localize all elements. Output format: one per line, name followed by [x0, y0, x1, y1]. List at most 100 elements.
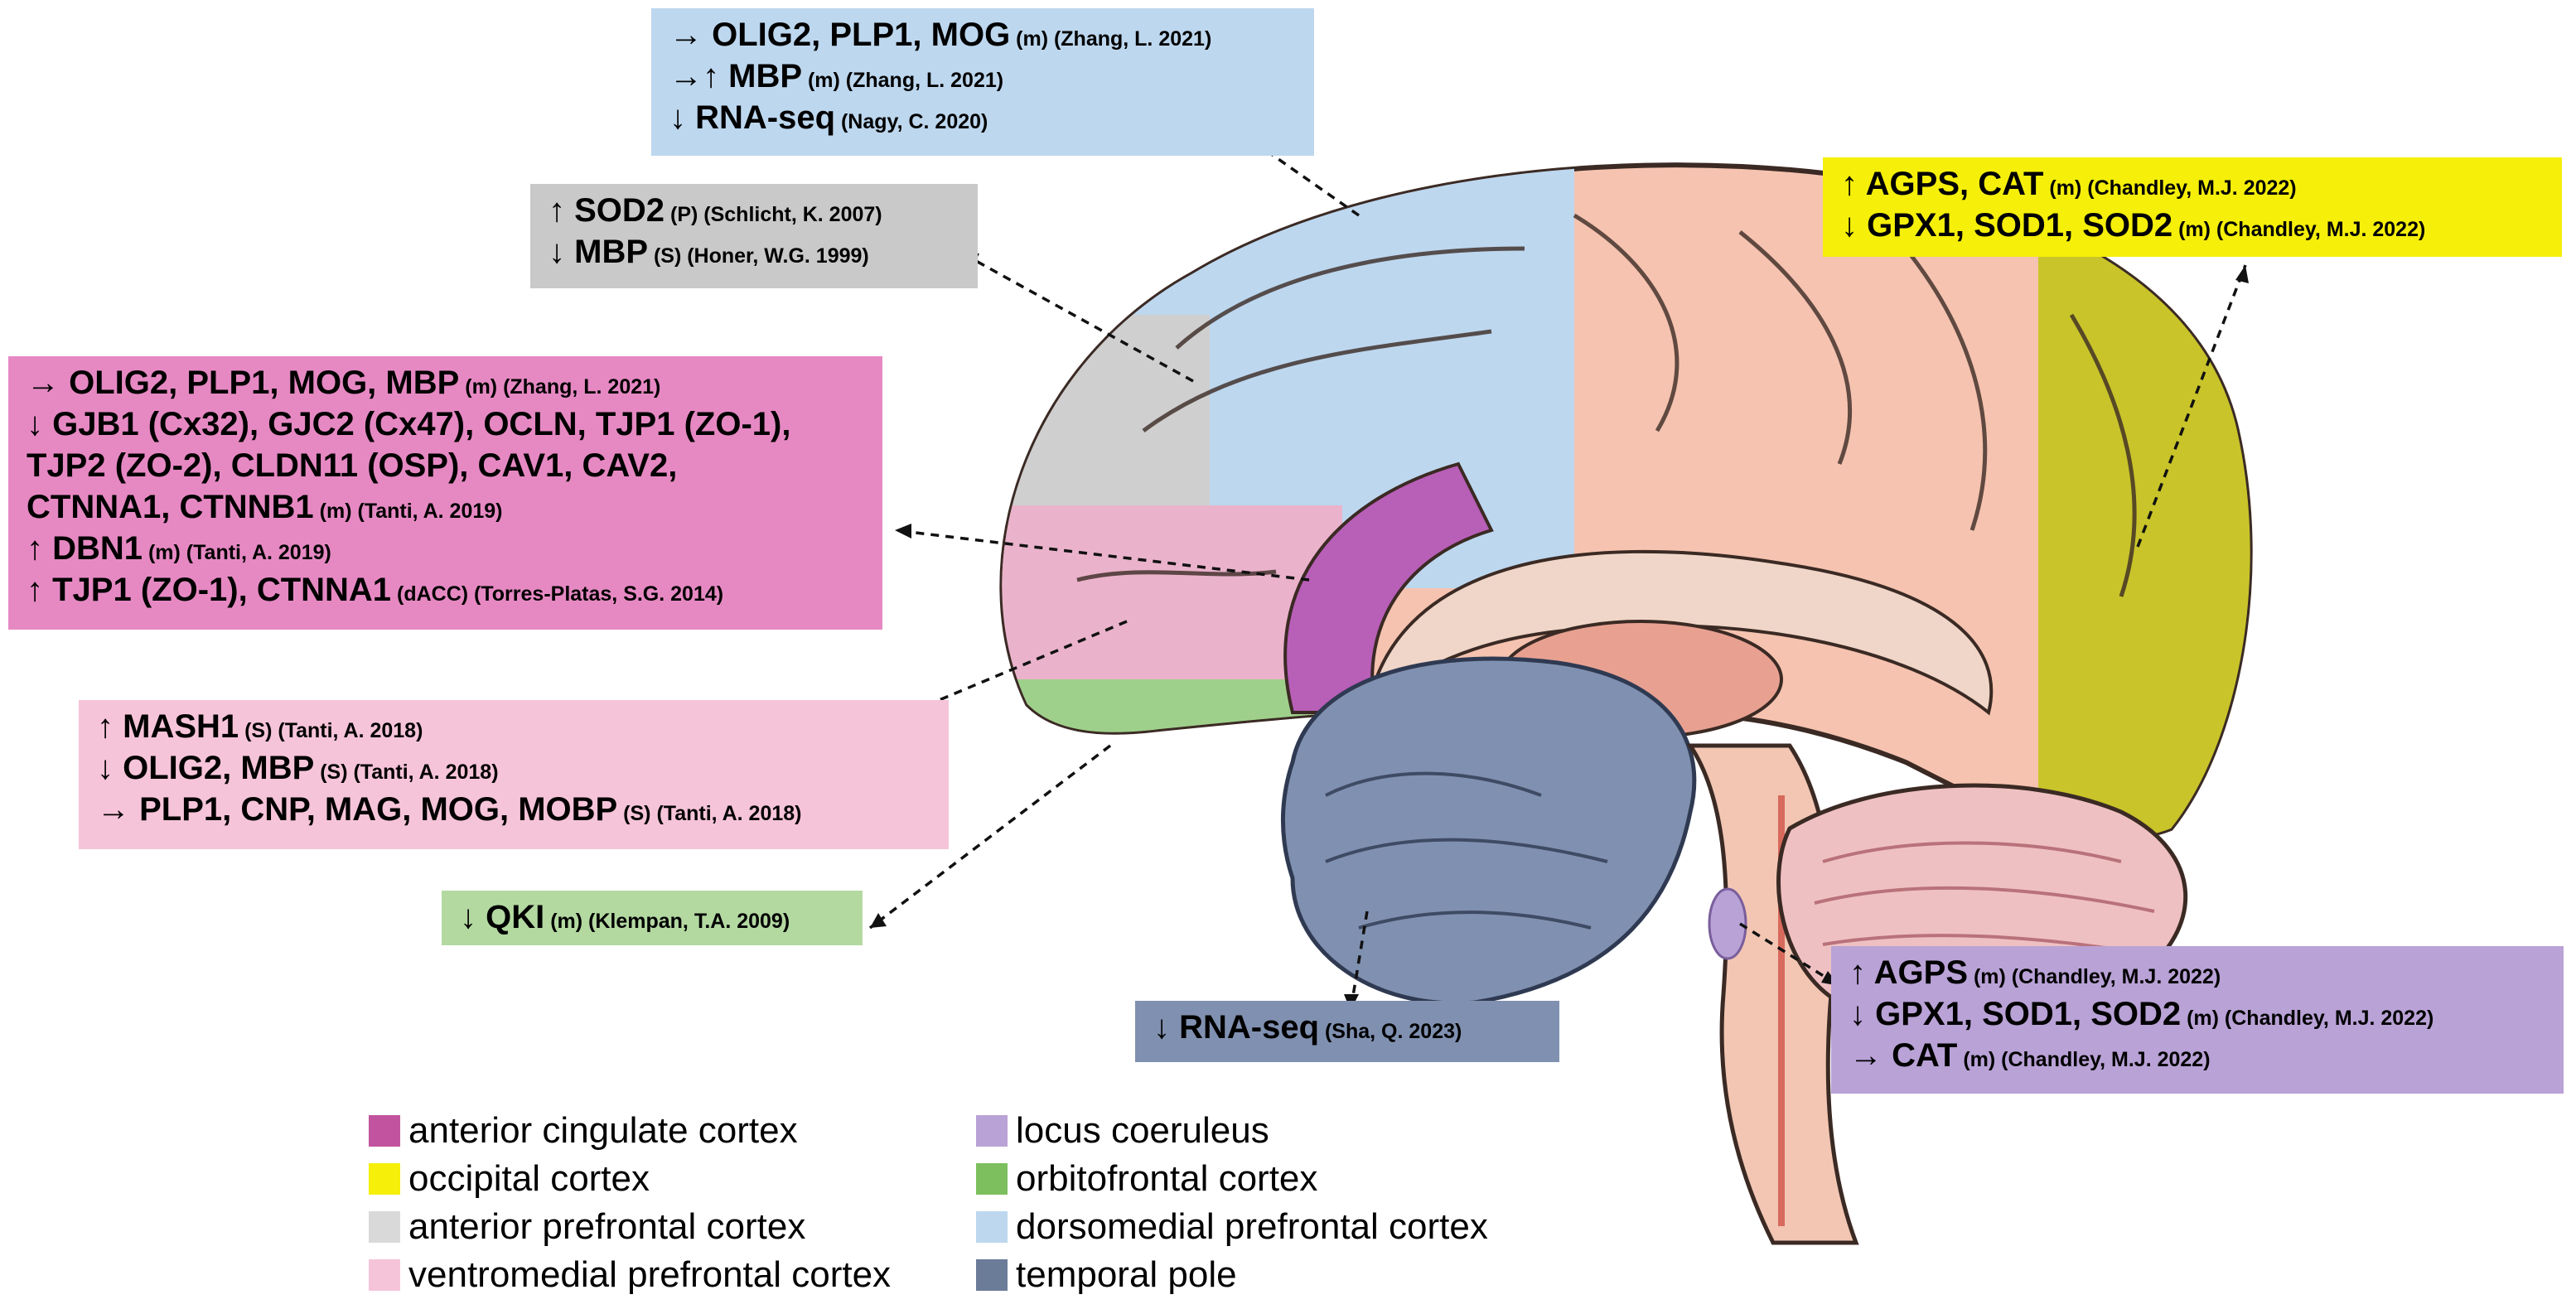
change-arrow: →↑: [669, 58, 729, 94]
gene-list: OLIG2, MBP: [123, 750, 315, 786]
leader-acc: [894, 529, 1310, 582]
change-arrow: ↓: [1841, 207, 1868, 244]
annotation-line: ↓ GJB1 (Cx32), GJC2 (Cx47), OCLN, TJP1 (…: [27, 408, 864, 441]
change-arrow: ↓: [27, 406, 53, 442]
annotation-line: → CAT (m) (Chandley, M.J. 2022): [1849, 1039, 2545, 1072]
annotation-line: ↑ AGPS (m) (Chandley, M.J. 2022): [1849, 956, 2545, 989]
annotation-apfc: ↑ SOD2 (P) (Schlicht, K. 2007) ↓ MBP (S) …: [530, 184, 978, 288]
legend-swatch: [976, 1163, 1008, 1195]
change-arrow: ↑: [27, 530, 53, 567]
gene-list: AGPS, CAT: [1865, 166, 2044, 202]
reference: (S) (Honer, W.G. 1999): [648, 244, 869, 268]
legend-item: anterior prefrontal cortex: [369, 1206, 805, 1248]
gene-list: AGPS: [1873, 954, 1968, 991]
annotation-vmpfc: ↑ MASH1 (S) (Tanti, A. 2018) ↓ OLIG2, MBP…: [79, 700, 949, 849]
region-temporal: [1281, 656, 1697, 1006]
legend-item: ventromedial prefrontal cortex: [369, 1254, 891, 1296]
change-arrow: ↑: [27, 572, 53, 608]
change-arrow: ↑: [549, 192, 575, 229]
reference: (S) (Tanti, A. 2018): [314, 761, 499, 784]
gene-list: RNA-seq: [695, 99, 836, 136]
change-arrow: →: [1849, 1037, 1892, 1074]
reference: (S) (Tanti, A. 2018): [617, 802, 802, 825]
legend-swatch: [369, 1259, 400, 1291]
legend-label: anterior prefrontal cortex: [408, 1206, 806, 1247]
reference: (P) (Schlicht, K. 2007): [665, 203, 882, 226]
annotation-line: ↓ GPX1, SOD1, SOD2 (m) (Chandley, M.J. 2…: [1841, 209, 2544, 242]
gene-list: OLIG2, PLP1, MOG: [712, 17, 1011, 53]
gene-list: CTNNA1, CTNNB1: [27, 489, 314, 525]
legend-item: locus coeruleus: [976, 1110, 1269, 1152]
reference: (m) (Chandley, M.J. 2022): [1957, 1048, 2211, 1071]
gene-list: MASH1: [123, 708, 239, 745]
leader-vmpfc: [869, 620, 1128, 731]
gene-list: GPX1, SOD1, SOD2: [1867, 207, 2173, 244]
gene-list: OLIG2, PLP1, MOG, MBP: [69, 365, 460, 401]
legend-swatch: [369, 1211, 400, 1243]
legend-swatch: [976, 1211, 1008, 1243]
annotation-line: TJP2 (ZO-2), CLDN11 (OSP), CAV1, CAV2,: [27, 449, 864, 482]
change-arrow: ↓: [1849, 996, 1876, 1032]
change-arrow: ↓: [1153, 1009, 1180, 1046]
reference: (m) (Chandley, M.J. 2022): [2043, 176, 2297, 200]
change-arrow: ↑: [1841, 166, 1866, 202]
legend-label: locus coeruleus: [1016, 1110, 1269, 1151]
legend-label: dorsomedial prefrontal cortex: [1016, 1206, 1488, 1247]
reference: (m) (Chandley, M.J. 2022): [1968, 965, 2221, 988]
annotation-acc: → OLIG2, PLP1, MOG, MBP (m) (Zhang, L. 2…: [8, 356, 882, 630]
change-arrow: →: [669, 17, 713, 53]
annotation-line: ↑ TJP1 (ZO-1), CTNNA1 (dACC) (Torres-Pla…: [27, 573, 864, 606]
region-occipital: [2038, 249, 2250, 838]
gene-list: GJB1 (Cx32), GJC2 (Cx47), OCLN, TJP1 (ZO…: [52, 406, 791, 442]
change-arrow: ↓: [669, 99, 696, 136]
legend-label: ventromedial prefrontal cortex: [408, 1254, 892, 1295]
reference: (m) (Tanti, A. 2019): [313, 500, 503, 523]
legend-item: dorsomedial prefrontal cortex: [976, 1206, 1488, 1248]
corpus-callosum: [1364, 549, 1994, 717]
gene-list: MBP: [574, 234, 649, 270]
reference: (S) (Tanti, A. 2018): [239, 719, 423, 742]
annotation-line: ↓ RNA-seq (Nagy, C. 2020): [669, 101, 1296, 134]
gene-list: MBP: [728, 58, 803, 94]
legend-item: occipital cortex: [369, 1158, 650, 1200]
leader-occipital: [2136, 264, 2247, 548]
reference: (m) (Tanti, A. 2019): [143, 541, 331, 564]
reference: (m) (Klempan, T.A. 2009): [544, 910, 790, 933]
leader-ofc: [868, 744, 1112, 930]
gene-list: RNA-seq: [1179, 1009, 1320, 1046]
annotation-ofc: ↓ QKI (m) (Klempan, T.A. 2009): [442, 891, 863, 945]
annotation-line: ↓ MBP (S) (Honer, W.G. 1999): [549, 235, 959, 268]
annotation-line: → OLIG2, PLP1, MOG, MBP (m) (Zhang, L. 2…: [27, 366, 864, 399]
legend-item: anterior cingulate cortex: [369, 1110, 798, 1152]
change-arrow: →: [97, 791, 140, 828]
legend-swatch: [976, 1259, 1008, 1291]
change-arrow: ↓: [549, 234, 575, 270]
reference: (dACC) (Torres-Platas, S.G. 2014): [391, 582, 724, 606]
reference: (m) (Zhang, L. 2021): [802, 69, 1004, 92]
annotation-line: CTNNA1, CTNNB1 (m) (Tanti, A. 2019): [27, 490, 864, 524]
reference: (Nagy, C. 2020): [835, 110, 988, 133]
change-arrow: →: [27, 365, 70, 401]
reference: (Sha, Q. 2023): [1319, 1020, 1462, 1043]
legend-swatch: [976, 1115, 1008, 1147]
annotation-line: ↑ MASH1 (S) (Tanti, A. 2018): [97, 710, 930, 743]
gene-list: QKI: [486, 899, 545, 935]
leader-temporal: [1349, 911, 1369, 1012]
gene-list: SOD2: [574, 192, 665, 229]
annotation-temporal: ↓ RNA-seq (Sha, Q. 2023): [1135, 1001, 1559, 1062]
annotation-line: ↓ RNA-seq (Sha, Q. 2023): [1153, 1011, 1541, 1044]
legend-label: temporal pole: [1016, 1254, 1237, 1295]
annotation-occipital: ↑ AGPS, CAT (m) (Chandley, M.J. 2022) ↓ G…: [1823, 157, 2562, 257]
reference: (m) (Zhang, L. 2021): [459, 375, 661, 398]
gene-list: DBN1: [52, 530, 143, 567]
annotation-line: ↑ DBN1 (m) (Tanti, A. 2019): [27, 532, 864, 565]
gene-list: CAT: [1892, 1037, 1958, 1074]
region-locus-coeruleus: [1708, 887, 1747, 960]
annotation-dmpfc: → OLIG2, PLP1, MOG (m) (Zhang, L. 2021) →…: [651, 8, 1314, 156]
legend-label: anterior cingulate cortex: [408, 1110, 798, 1151]
gene-list: PLP1, CNP, MAG, MOG, MOBP: [139, 791, 618, 828]
annotation-line: ↓ OLIG2, MBP (S) (Tanti, A. 2018): [97, 751, 930, 785]
legend-label: orbitofrontal cortex: [1016, 1158, 1318, 1199]
legend-item: temporal pole: [976, 1254, 1237, 1296]
